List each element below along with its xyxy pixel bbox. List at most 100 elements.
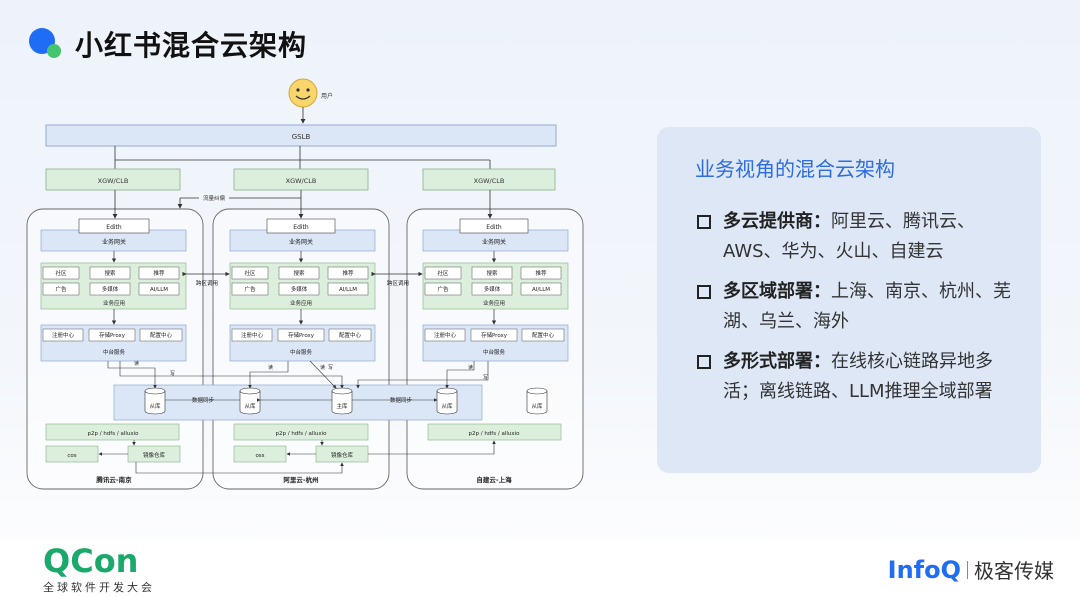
cloud-name-1: 腾讯云-南京 [95, 475, 132, 484]
item-text: 阿里云、腾讯云、AWS、华为、火山、自建云 [723, 211, 975, 262]
mid-registry-2: 注册中心 [241, 331, 264, 339]
db-slave-1: 从库 [144, 387, 166, 415]
middle-label-3: 中台服务 [483, 348, 506, 356]
rw-label-2b: 写 [328, 365, 333, 371]
svg-text:从库: 从库 [441, 402, 453, 410]
list-item: 多云提供商：阿里云、腾讯云、AWS、华为、火山、自建云 [695, 207, 1025, 267]
mid-proxy-3: 存储Proxy [481, 331, 508, 339]
app-ads-1: 广告 [55, 285, 67, 293]
cos-box [45, 445, 99, 463]
middle-label-2: 中台服务 [290, 348, 313, 356]
app-recommend-1: 推荐 [153, 269, 165, 277]
svg-text:从库: 从库 [531, 402, 543, 410]
gateway-label-2: 业务网关 [289, 238, 313, 246]
app-search-3: 搜索 [486, 269, 498, 277]
svg-text:从库: 从库 [244, 402, 256, 410]
title-bullet-icon [25, 24, 67, 64]
square-bullet-icon [697, 215, 711, 229]
cross-region-label-1: 跨区调用 [196, 279, 218, 287]
mirror-label-1: 镜像仓库 [143, 451, 166, 459]
gateway-label-1: 业务网关 [102, 238, 126, 246]
app-recommend-2: 推荐 [342, 269, 354, 277]
xgw-box-3 [422, 168, 556, 191]
item-text: 上海、南京、杭州、芜湖、乌兰、海外 [723, 281, 1011, 332]
db-slave-3: 从库 [436, 387, 458, 415]
db-slave-2: 从库 [239, 387, 261, 415]
traffic-label: 流量纠偏 [203, 194, 226, 202]
infoq-cn-text: 极客传媒 [974, 559, 1054, 583]
item-label: 多区域部署： [723, 281, 831, 302]
app-community-2: 社区 [244, 269, 256, 277]
oss-box [233, 445, 287, 463]
square-bullet-icon [697, 285, 711, 299]
xgw-label-1: XGW/CLB [98, 177, 129, 185]
list-item: 多区域部署：上海、南京、杭州、芜湖、乌兰、海外 [695, 277, 1025, 337]
write-label-3: 写 [483, 375, 488, 381]
db-sync-band [113, 384, 483, 421]
p2p-box-2 [233, 423, 369, 441]
cos-label: cos [67, 453, 76, 459]
app-community-3: 社区 [437, 269, 449, 277]
mid-config-2: 配置中心 [339, 331, 362, 339]
p2p-label-2: p2p / hdfs / alluxio [275, 431, 327, 437]
edith-label-1: Edith [106, 224, 122, 231]
region-3-stack: Edith 业务网关 社区 搜索 推荐 广告 多媒体 AI/LLM 业务应用 注… [422, 218, 569, 362]
rw-label-2: 读 [320, 364, 325, 371]
infoq-logo: InfoQ 极客传媒 [888, 555, 1054, 584]
oss-label: oss [255, 453, 264, 459]
app-search-1: 搜索 [104, 269, 116, 277]
app-search-2: 搜索 [293, 269, 305, 277]
panel-list: 多云提供商：阿里云、腾讯云、AWS、华为、火山、自建云 多区域部署：上海、南京、… [695, 207, 1025, 417]
mid-config-1: 配置中心 [150, 331, 173, 339]
qcon-subtitle: 全球软件开发大会 [43, 581, 155, 594]
read-label-3: 读 [468, 364, 473, 371]
mid-registry-3: 注册中心 [434, 331, 457, 339]
app-ads-3: 广告 [437, 285, 449, 293]
app-ai-3: AI/LLM [532, 287, 550, 293]
app-media-1: 多媒体 [102, 285, 119, 293]
middle-label-1: 中台服务 [103, 348, 126, 356]
page-title: 小红书混合云架构 [75, 29, 308, 62]
region-1-stack: Edith 业务网关 社区 搜索 推荐 广告 多媒体 AI/LLM 业务应用 注… [40, 218, 187, 362]
edith-label-3: Edith [486, 224, 502, 231]
mirror-label-2: 镜像仓库 [331, 451, 354, 459]
app-label-1: 业务应用 [103, 299, 125, 307]
info-panel: 业务视角的混合云架构 多云提供商：阿里云、腾讯云、AWS、华为、火山、自建云 多… [657, 127, 1041, 473]
app-recommend-3: 推荐 [535, 269, 547, 277]
app-label-2: 业务应用 [290, 299, 312, 307]
p2p-box-1 [45, 423, 180, 441]
infoq-logo-text: InfoQ [887, 555, 961, 584]
gslb-label: GSLB [292, 133, 311, 141]
cross-region-label-2: 跨区调用 [387, 279, 409, 287]
item-label: 多形式部署： [723, 351, 831, 372]
user-icon [288, 78, 318, 108]
xgw-label-3: XGW/CLB [474, 177, 505, 185]
db-master: 主库 [331, 387, 353, 415]
item-text: 在线核心链路异地多活；离线链路、LLM推理全域部署 [723, 351, 993, 402]
list-item: 多形式部署：在线核心链路异地多活；离线链路、LLM推理全域部署 [695, 347, 1025, 407]
gslb-box [45, 124, 557, 147]
read-label-1: 读 [134, 360, 139, 367]
write-label-1: 写 [170, 371, 175, 377]
app-ads-2: 广告 [244, 285, 256, 293]
mid-proxy-2: 存储Proxy [288, 331, 315, 339]
cloud-name-3: 自建云-上海 [476, 475, 512, 484]
app-media-2: 多媒体 [291, 285, 308, 293]
qcon-logo-text: QCon [43, 542, 139, 580]
xgw-box-1 [45, 168, 181, 191]
architecture-diagram: 用户 GSLB XGW/CLB XGW/CLB XGW/CLB 流量纠偏 Edi… [18, 78, 618, 498]
p2p-label-1: p2p / hdfs / alluxio [87, 431, 139, 437]
region-2-stack: Edith 业务网关 社区 搜索 推荐 广告 多媒体 AI/LLM 业务应用 注… [229, 218, 376, 362]
mid-proxy-1: 存储Proxy [99, 331, 126, 339]
user-label: 用户 [321, 92, 333, 100]
qcon-logo: QCon 全球软件开发大会 [43, 544, 155, 595]
app-media-3: 多媒体 [484, 285, 501, 293]
svg-text:主库: 主库 [336, 402, 348, 410]
title-area: 小红书混合云架构 [25, 22, 307, 66]
panel-title: 业务视角的混合云架构 [695, 157, 895, 181]
p2p-box-3 [427, 423, 562, 441]
footer: QCon 全球软件开发大会 InfoQ 极客传媒 [0, 540, 1080, 597]
item-label: 多云提供商： [723, 211, 831, 232]
db-slave-4: 从库 [526, 387, 548, 415]
read-label-2: 读 [268, 364, 273, 371]
